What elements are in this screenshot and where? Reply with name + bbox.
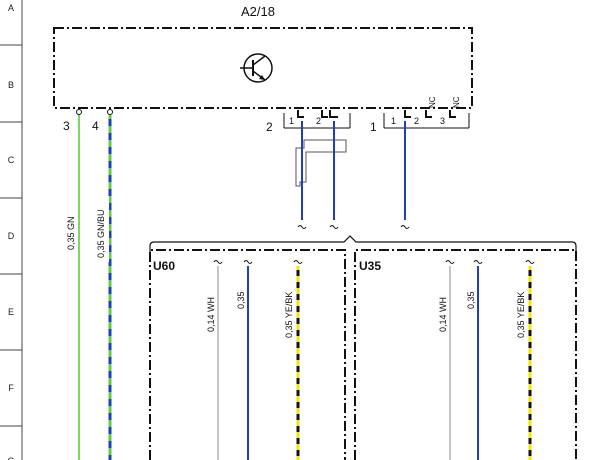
wire-label-gn: 0,35 GN <box>66 216 76 250</box>
row-label-e: E <box>8 307 14 317</box>
u60-wire-ye-bk <box>296 266 300 460</box>
wire-label-gn-bu: 0,35 GN/BU <box>96 209 106 258</box>
u60-wire-label-wh: 0,14 WH <box>206 297 216 332</box>
connector-1-label: 1 <box>370 120 377 134</box>
pin-4-terminal <box>107 109 113 115</box>
u35-wire-label-wh: 0,14 WH <box>438 297 448 332</box>
u60-wire-label-ye-bk: 0,35 YE/BK <box>284 292 294 338</box>
row-label-a: A <box>8 3 14 13</box>
u35-wire-ye-bk <box>528 266 532 460</box>
connector-1-pin-3: 3 <box>440 116 445 126</box>
shield-bracket <box>295 139 347 187</box>
pin-4-label: 4 <box>92 119 99 133</box>
connector-2: 2 1 2 <box>266 110 351 134</box>
component-box <box>53 27 473 109</box>
nc-label-1: NC <box>428 96 437 108</box>
row-label-f: F <box>8 383 14 393</box>
wire-gn-bu <box>108 115 112 460</box>
row-label-g: G <box>7 456 14 460</box>
box-u35: U35 0,14 WH 0,35 0,35 YE/BK <box>354 249 577 460</box>
connector-1-pin-2: 2 <box>414 116 419 126</box>
row-label-d: D <box>8 231 15 241</box>
connector-1: 1 1 2 3 NC NC <box>370 96 470 134</box>
row-label-c: C <box>8 155 15 165</box>
box-u60-title: U60 <box>153 259 175 273</box>
pin-3-terminal <box>76 109 82 115</box>
row-label-b: B <box>8 80 14 90</box>
component-title: A2/18 <box>241 4 275 19</box>
u60-wire-label-blue: 0,35 <box>236 291 246 309</box>
group-brace <box>149 235 577 252</box>
connector-1-pin-1: 1 <box>391 116 396 126</box>
box-u60: U60 0,14 WH 0,35 0,35 YE/BK <box>149 249 346 460</box>
transistor-icon <box>240 53 273 83</box>
nc-label-2: NC <box>452 96 461 108</box>
box-u35-title: U35 <box>359 259 381 273</box>
u35-wire-label-blue: 0,35 <box>466 291 476 309</box>
connector-2-pin-2: 2 <box>316 116 321 126</box>
connector-2-label: 2 <box>266 120 273 134</box>
pin-3-label: 3 <box>63 119 70 133</box>
row-ruler: A B C D E F G <box>0 0 23 460</box>
connector-2-pin-1: 1 <box>289 116 294 126</box>
u35-wire-label-ye-bk: 0,35 YE/BK <box>516 292 526 338</box>
